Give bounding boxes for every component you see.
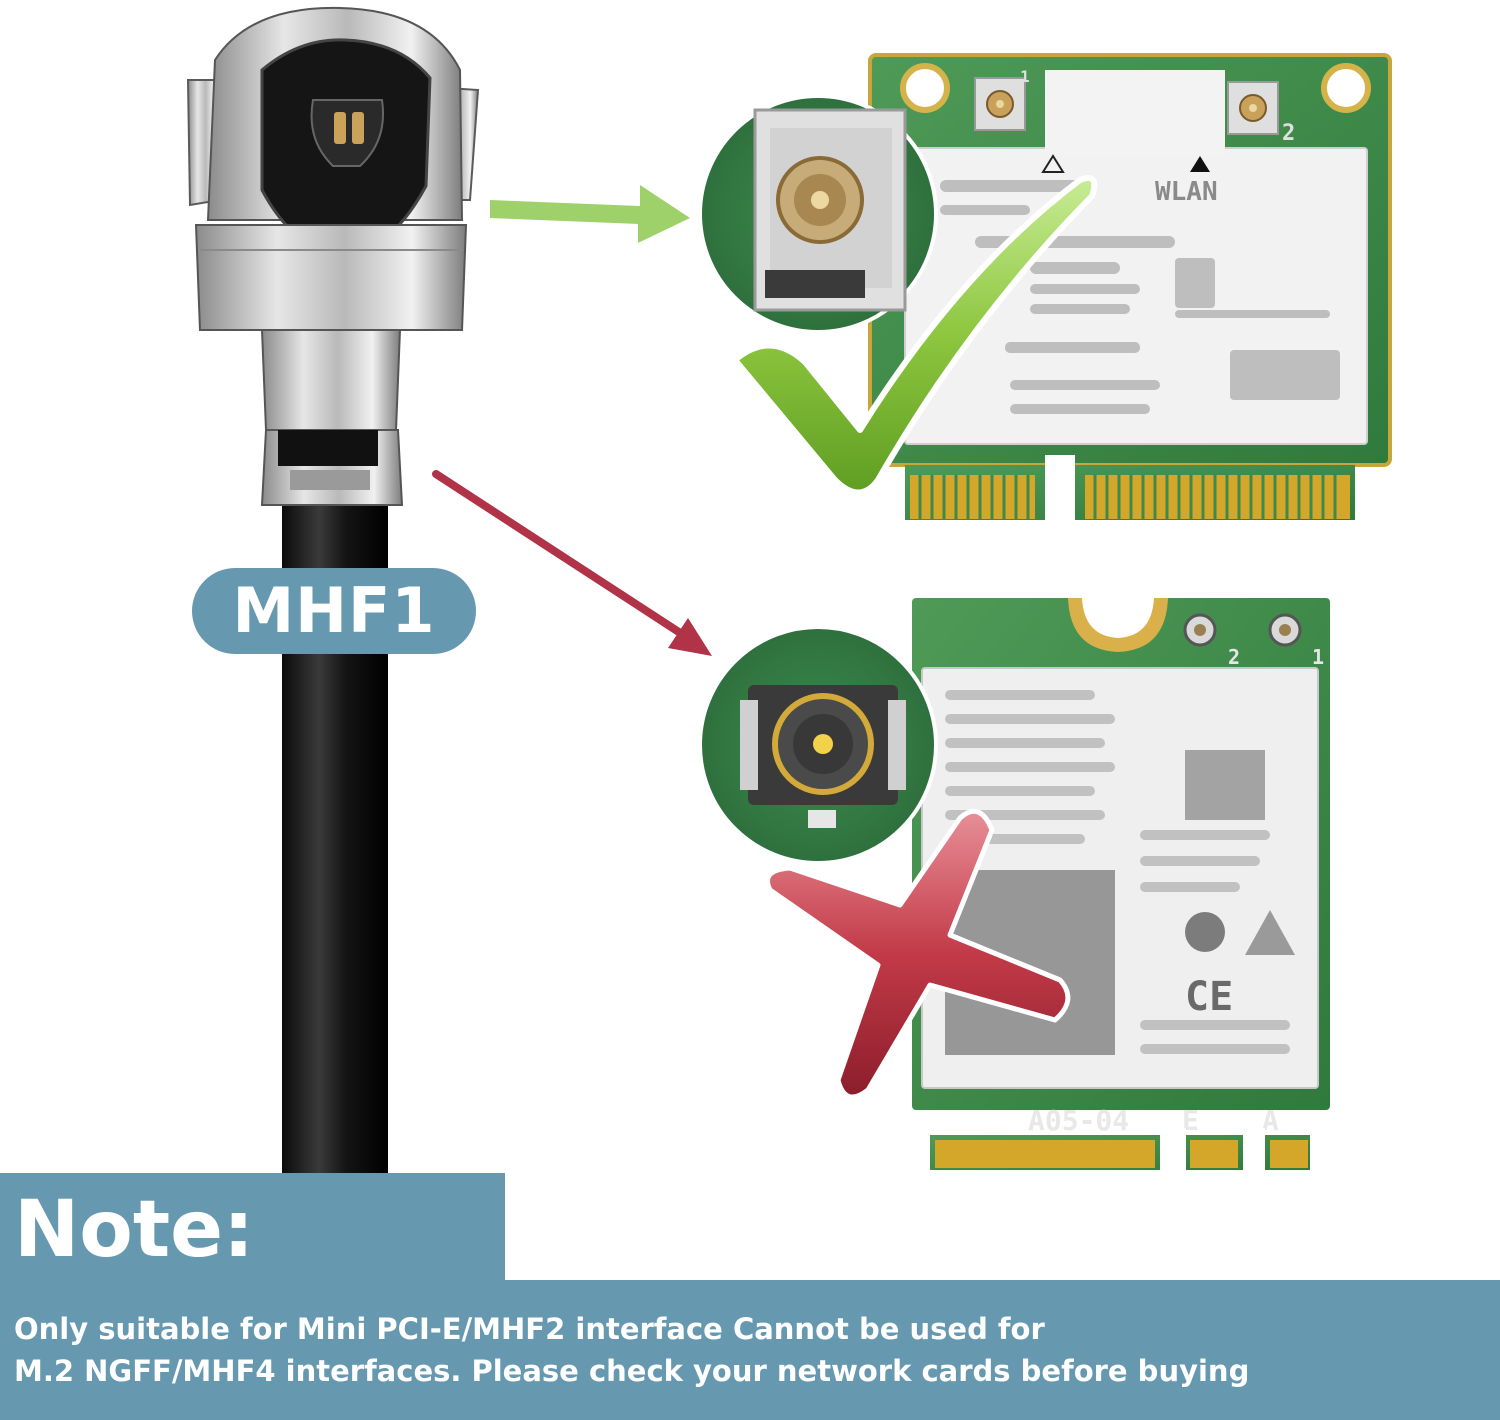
ce-mark: CE [1185,974,1233,1020]
note-line-1: Only suitable for Mini PCI-E/MHF2 interf… [14,1312,1045,1346]
key-label-e: E [1182,1104,1199,1137]
note-tab [0,1173,505,1288]
wlan-label: WLAN [1155,177,1218,207]
top-port-number-2: 2 [1282,121,1295,146]
note-body-bg [0,1280,1500,1420]
checkmark-icon [732,175,1098,496]
key-label-a: A [1262,1104,1279,1137]
mini-pcie-card: WLAN 1 2 [868,53,1392,525]
compatible-arrow [490,185,690,243]
note-title: Note: [14,1185,255,1275]
edge-label: A05-04 [1028,1104,1129,1137]
bottom-port-number-1: 1 [1312,645,1324,669]
mhf1-connector [186,6,480,506]
mhf2-port-zoom [698,94,938,334]
note-line-2: M.2 NGFF/MHF4 interfaces. Please check y… [14,1354,1250,1388]
connector-type-label: MHF1 [192,568,476,654]
top-port-number-1: 1 [1020,67,1030,86]
cross-icon [765,808,1071,1100]
incompatible-arrow [432,470,712,656]
mhf4-port-zoom [698,625,938,865]
note-text: Only suitable for Mini PCI-E/MHF2 interf… [14,1308,1494,1392]
m2-ngff-card: CE 2 1 A05-04 E A [912,598,1330,1173]
bottom-port-number-2: 2 [1228,645,1240,669]
